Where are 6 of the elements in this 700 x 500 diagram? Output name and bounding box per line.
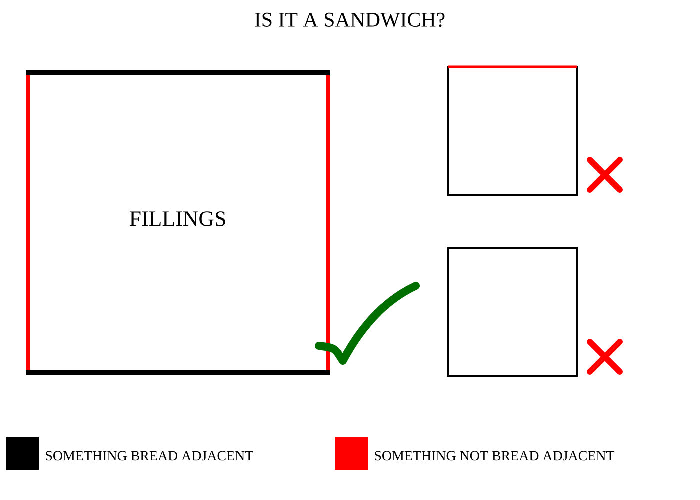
legend-text: SOMETHING NOT BREAD ADJACENT xyxy=(375,451,615,461)
square-box xyxy=(447,66,578,196)
legend-text: SOMETHING BREAD ADJACENT xyxy=(46,451,254,461)
filling-box: FILLINGS xyxy=(26,70,330,376)
title: IS IT A SANDWICH? xyxy=(255,12,445,28)
square-box xyxy=(447,247,578,377)
